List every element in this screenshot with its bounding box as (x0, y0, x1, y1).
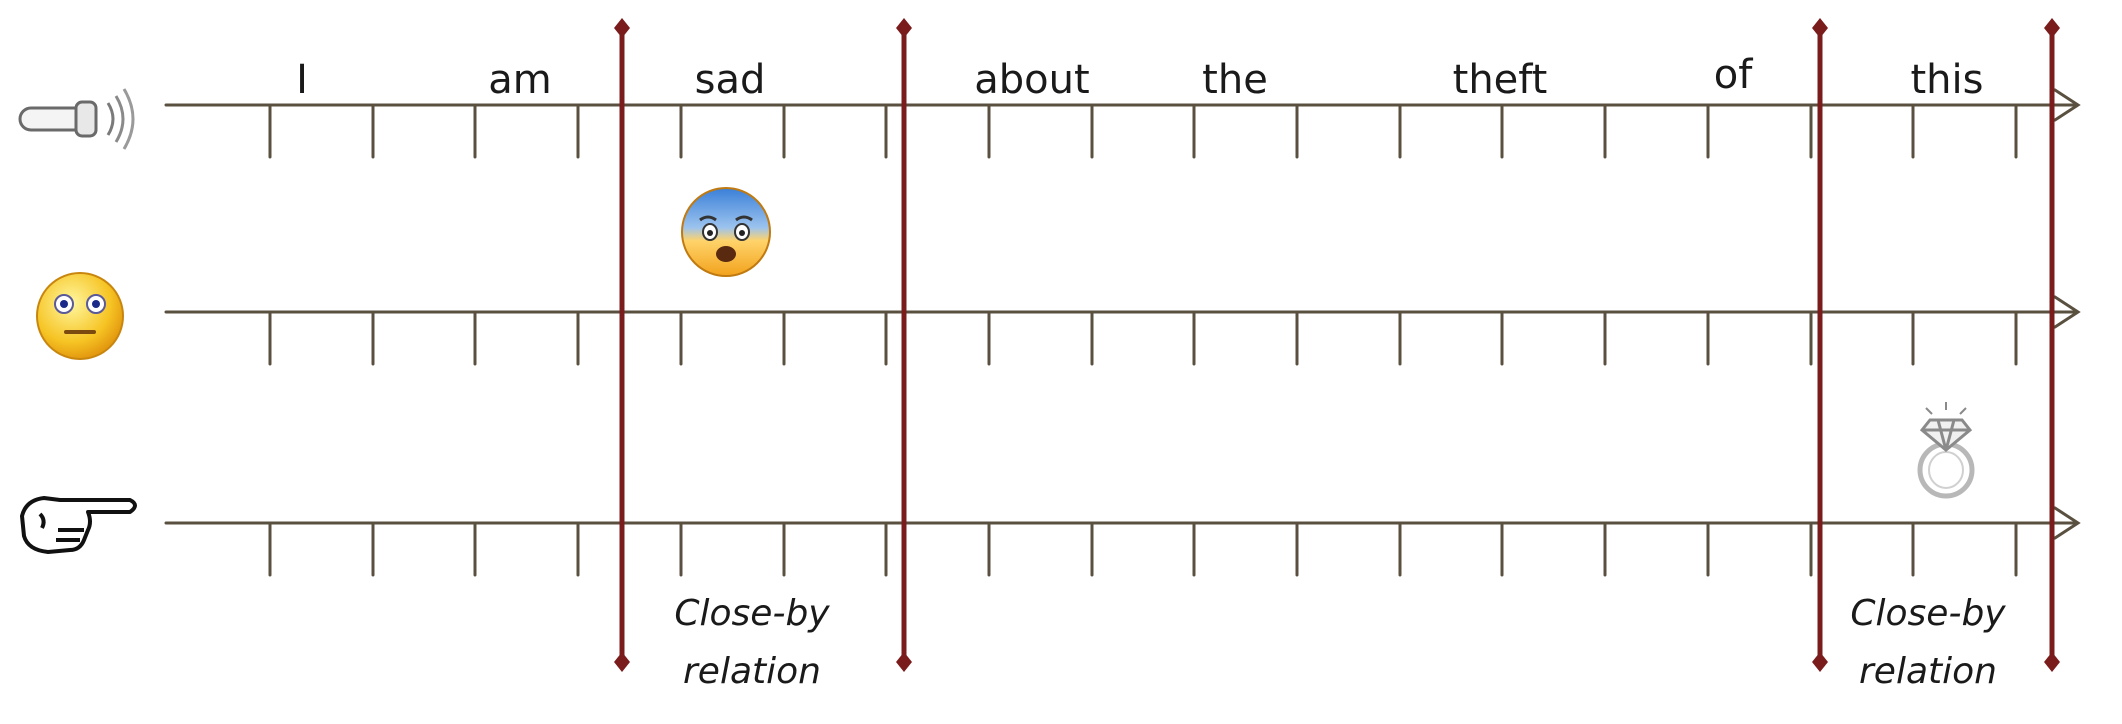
relation-caption-1: Close-by relation (674, 593, 830, 692)
microphone-icon (18, 88, 135, 150)
word-5: theft (1453, 57, 1548, 103)
word-6: of (1714, 52, 1753, 98)
word-row: I am sad about the theft of this (296, 52, 1983, 103)
diamond-ring-icon (1917, 402, 1975, 499)
timelines (164, 88, 2081, 577)
word-3: about (974, 57, 1089, 103)
relation-caption-2: Close-by relation (1850, 593, 2006, 692)
neutral-face-icon (36, 272, 124, 360)
relation-line-2 (896, 18, 912, 672)
relation-line-1 (614, 18, 630, 672)
timeline-gesture-arrowhead (2053, 506, 2081, 540)
relation-markers (614, 18, 2060, 672)
relation-caption-2-line1: Close-by (1850, 593, 2006, 634)
relation-line-3 (1812, 18, 1828, 672)
word-1: am (488, 57, 551, 103)
relation-caption-2-line2: relation (1859, 651, 1997, 692)
relation-caption-1-line1: Close-by (674, 593, 830, 634)
timeline-ticks (268, 103, 2018, 577)
timeline-face-arrowhead (2053, 295, 2081, 329)
timeline-speech-arrowhead (2053, 88, 2081, 122)
relation-line-4 (2044, 18, 2060, 672)
word-4: the (1202, 57, 1268, 103)
word-7: this (1911, 57, 1984, 103)
word-0: I (296, 57, 308, 103)
fearful-face-icon (681, 187, 771, 277)
relation-caption-1-line2: relation (683, 651, 821, 692)
pointing-hand-icon (20, 496, 137, 554)
word-2: sad (695, 57, 766, 103)
